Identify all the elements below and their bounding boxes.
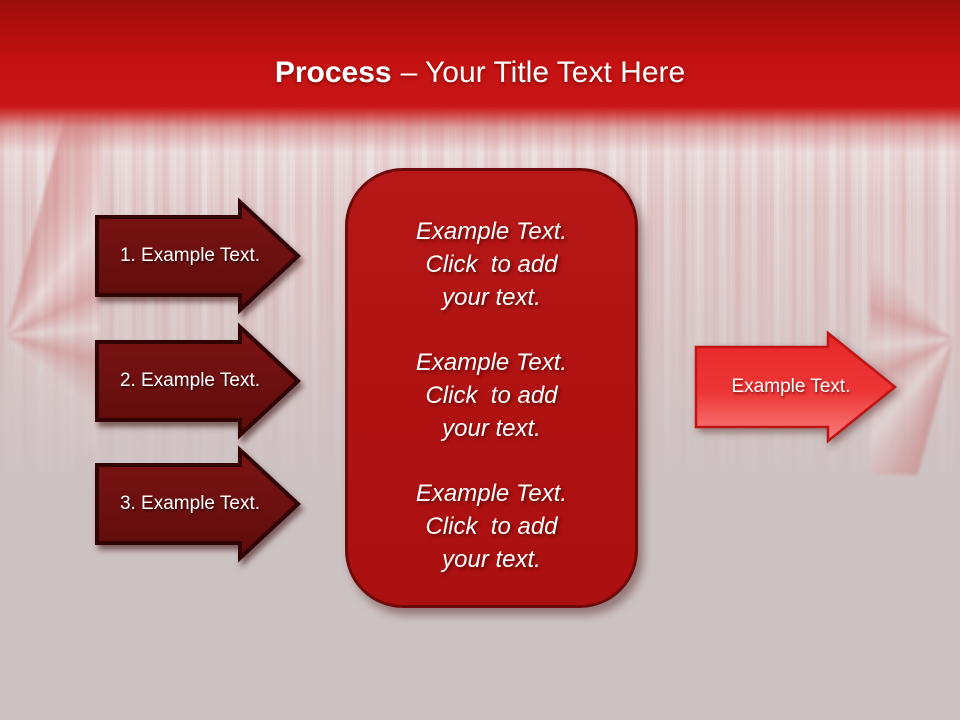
header-band (0, 0, 960, 152)
process-step-arrow-1[interactable]: 1. Example Text. (95, 197, 302, 315)
panel-line: Click to add (425, 251, 558, 278)
arrow-right-icon (95, 445, 301, 563)
process-step-arrow-2[interactable]: 2. Example Text. (95, 322, 302, 440)
title-rest: – Your Title Text Here (400, 56, 686, 89)
panel-line: Example Text. (415, 480, 568, 507)
panel-line: Click to add (425, 382, 558, 409)
arrow-right-icon (95, 197, 301, 315)
arrow-right-icon (694, 330, 897, 444)
panel-line: your text. (442, 284, 541, 311)
title-emphasis: Process (274, 56, 392, 89)
arrow-right-icon (95, 322, 301, 440)
process-step-label-2: 2. Example Text. (119, 370, 261, 391)
panel-line: your text. (442, 546, 541, 573)
process-detail-panel[interactable]: Example Text. Click to add your text. Ex… (345, 168, 638, 608)
curtain-drape-right (870, 135, 960, 475)
process-step-arrow-3[interactable]: 3. Example Text. (95, 445, 302, 563)
panel-text-block-2[interactable]: Example Text. Click to add your text. (416, 346, 567, 445)
panel-line: your text. (442, 415, 541, 442)
panel-text-block-3[interactable]: Example Text. Click to add your text. (416, 477, 567, 576)
curtain-drape-left (0, 118, 100, 448)
process-step-label-3: 3. Example Text. (119, 493, 261, 514)
process-output-label: Example Text. (731, 376, 851, 397)
page-title: Process– Your Title Text Here (0, 54, 960, 92)
panel-line: Example Text. (415, 218, 568, 245)
process-step-label-1: 1. Example Text. (119, 245, 261, 266)
panel-content: Example Text. Click to add your text. Ex… (348, 171, 635, 605)
panel-line: Example Text. (415, 349, 568, 376)
process-output-arrow[interactable]: Example Text. (694, 330, 898, 444)
panel-line: Click to add (425, 513, 558, 540)
panel-text-block-1[interactable]: Example Text. Click to add your text. (416, 215, 567, 314)
